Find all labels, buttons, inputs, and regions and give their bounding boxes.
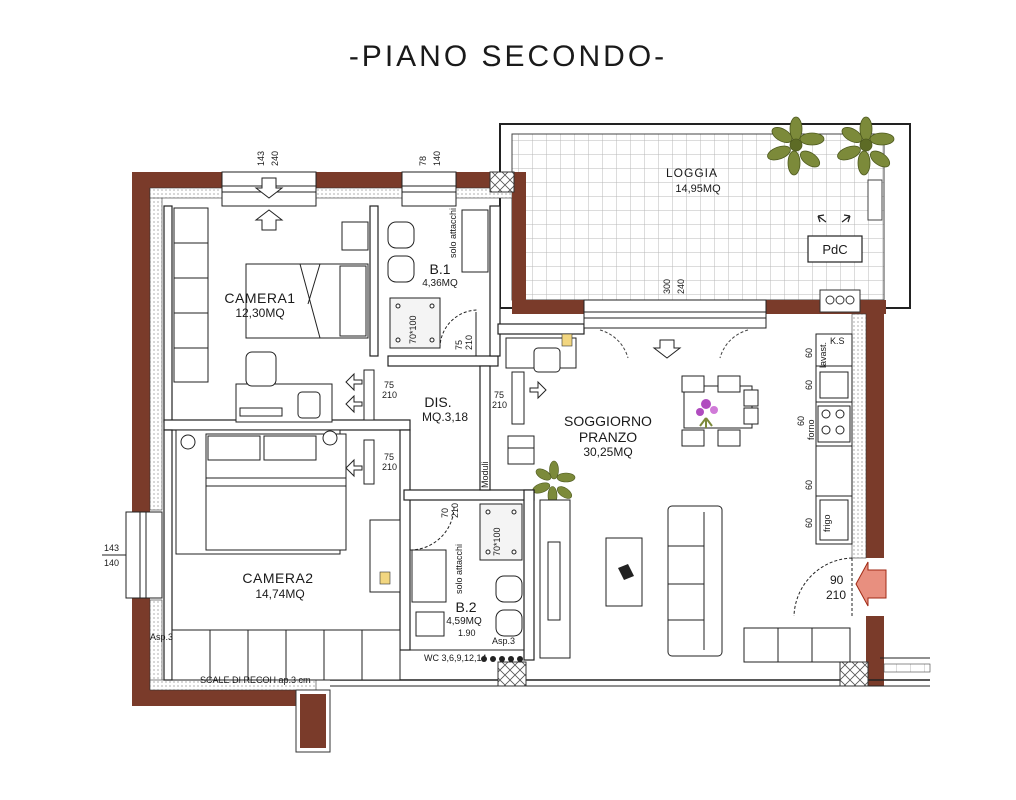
window-camera2: 143 140 — [102, 511, 163, 599]
b1-solo-attacchi: solo attacchi — [448, 208, 458, 258]
kitchen-forno: forno — [806, 419, 816, 440]
loggia-name: LOGGIA — [666, 166, 718, 180]
b1-area: 4,36MQ — [422, 278, 458, 289]
door-camera1 — [345, 369, 375, 421]
b1-fixtures — [387, 209, 489, 356]
sticky-note — [561, 333, 573, 347]
camera2-name: CAMERA2 — [242, 570, 313, 586]
plant-icon — [532, 460, 576, 505]
dim-win-cam1-a: 143 — [256, 151, 266, 166]
window-living: 300 240 — [583, 279, 767, 359]
b2-outlets — [481, 656, 523, 662]
dim-win-liv-b: 240 — [676, 279, 686, 294]
moduli-label: Moduli — [480, 461, 490, 488]
window-camera1: 143 240 — [221, 151, 317, 231]
scale-note: SCALE DI RECOH ap.3 cm — [200, 675, 311, 685]
b2-name: B.2 — [455, 599, 476, 615]
dim-door-b1-a: 75 — [454, 340, 464, 350]
exterior-walls — [132, 172, 931, 753]
plant-icon — [767, 116, 895, 176]
kitchen-ks: K.S — [830, 336, 845, 346]
camera2-area: 14,74MQ — [255, 587, 304, 601]
dim-door-b2-a: 70 — [440, 508, 450, 518]
camera1-furniture — [173, 207, 369, 423]
b1-name: B.1 — [429, 261, 450, 277]
dis-area: MQ.3,18 — [422, 410, 468, 424]
structural-pillars — [489, 171, 869, 687]
dim-door-b2-b: 210 — [450, 503, 460, 518]
kitchen-dim-4: 60 — [804, 480, 814, 490]
dis-name: DIS. — [424, 394, 451, 410]
sticky-note — [379, 571, 391, 585]
dim-win-b1-a: 78 — [418, 156, 428, 166]
dim-win-cam1-b: 240 — [270, 151, 280, 166]
b2-area: 4,59MQ — [446, 616, 482, 627]
camera1-name: CAMERA1 — [224, 290, 295, 306]
kitchen-dim-2: 60 — [804, 380, 814, 390]
dim-door-liv-b: 210 — [492, 400, 507, 410]
dim-door-liv-a: 75 — [494, 390, 504, 400]
living-furniture — [505, 337, 851, 663]
pdc-label: PdC — [822, 242, 847, 257]
dim-door-cam2-b: 210 — [382, 462, 397, 472]
soggiorno-line2: PRANZO — [579, 429, 637, 445]
dim-door-b1-b: 210 — [464, 335, 474, 350]
dim-win-b1-b: 140 — [432, 151, 442, 166]
dim-door-cam1-a: 75 — [384, 380, 394, 390]
dim-win-liv-a: 300 — [662, 279, 672, 294]
camera2-furniture — [171, 429, 401, 681]
b2-wc-label: WC 3,6,9,12,14 — [424, 653, 487, 663]
kitchen-frigo: frigo — [822, 514, 832, 532]
loggia-area: 14,95MQ — [675, 183, 721, 195]
pdc-unit: PdC — [807, 214, 863, 263]
b1-shower-size: 70*100 — [408, 315, 418, 344]
plan-title: -PIANO SECONDO- — [349, 40, 667, 73]
dim-door-cam1-b: 210 — [382, 390, 397, 400]
entry-door — [793, 557, 887, 617]
b2-length: 1.90 — [458, 628, 476, 638]
camera1-area: 12,30MQ — [235, 306, 284, 320]
door-camera2 — [345, 439, 375, 485]
book-icon — [618, 564, 634, 580]
kitchen-dim-3: 60 — [796, 416, 806, 426]
b2-fixtures — [409, 499, 525, 651]
b2-asp: Asp.3 — [492, 636, 515, 646]
dim-win-cam2-a: 143 — [104, 543, 119, 553]
door-living — [511, 371, 547, 425]
dim-entry-a: 90 — [830, 573, 844, 587]
dim-entry-b: 210 — [826, 588, 846, 602]
soggiorno-line1: SOGGIORNO — [564, 413, 652, 429]
dim-win-cam2-b: 140 — [104, 558, 119, 568]
flower-icon — [696, 399, 718, 428]
b2-solo-attacchi: solo attacchi — [454, 544, 464, 594]
soggiorno-area: 30,25MQ — [583, 445, 632, 459]
b2-small-label: Asp.3 — [150, 632, 173, 642]
dim-door-cam2-a: 75 — [384, 452, 394, 462]
kitchen-units — [815, 333, 853, 545]
window-b1: 78 140 — [401, 151, 457, 207]
kitchen-dim-5: 60 — [804, 518, 814, 528]
kitchen-lavast: lavast. — [818, 342, 828, 368]
b2-shower-size: 70*100 — [492, 527, 502, 556]
kitchen-dim-1: 60 — [804, 348, 814, 358]
